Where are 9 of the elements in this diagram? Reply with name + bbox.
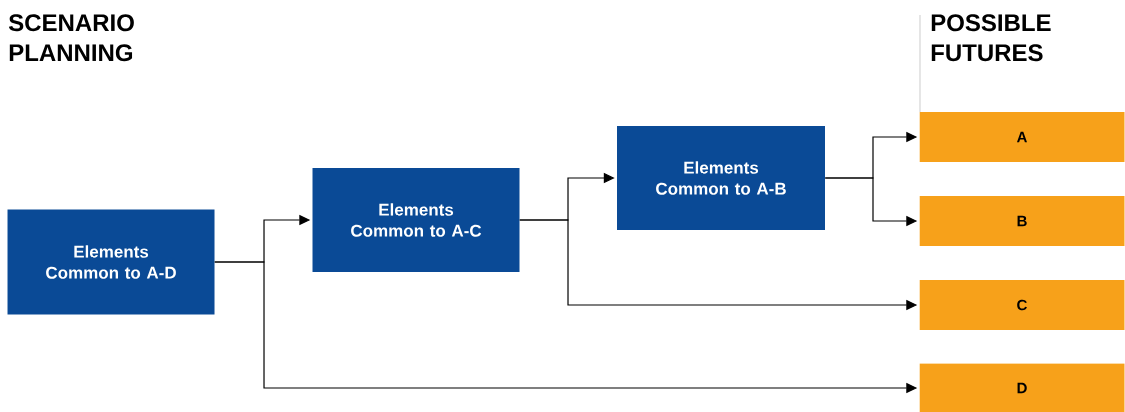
process-box: Elements Common to A-B xyxy=(617,126,825,230)
outcome-bar: D xyxy=(919,363,1125,412)
heading: POSSIBLE FUTURES xyxy=(931,14,1051,62)
outcome-bar: A xyxy=(919,112,1125,162)
outcome-bar: C xyxy=(919,280,1125,330)
outcome-bar: B xyxy=(919,196,1125,246)
heading: SCENARIO PLANNING xyxy=(8,14,134,62)
process-box: Elements Common to A-D xyxy=(7,209,215,315)
process-box: Elements Common to A-C xyxy=(312,168,520,272)
